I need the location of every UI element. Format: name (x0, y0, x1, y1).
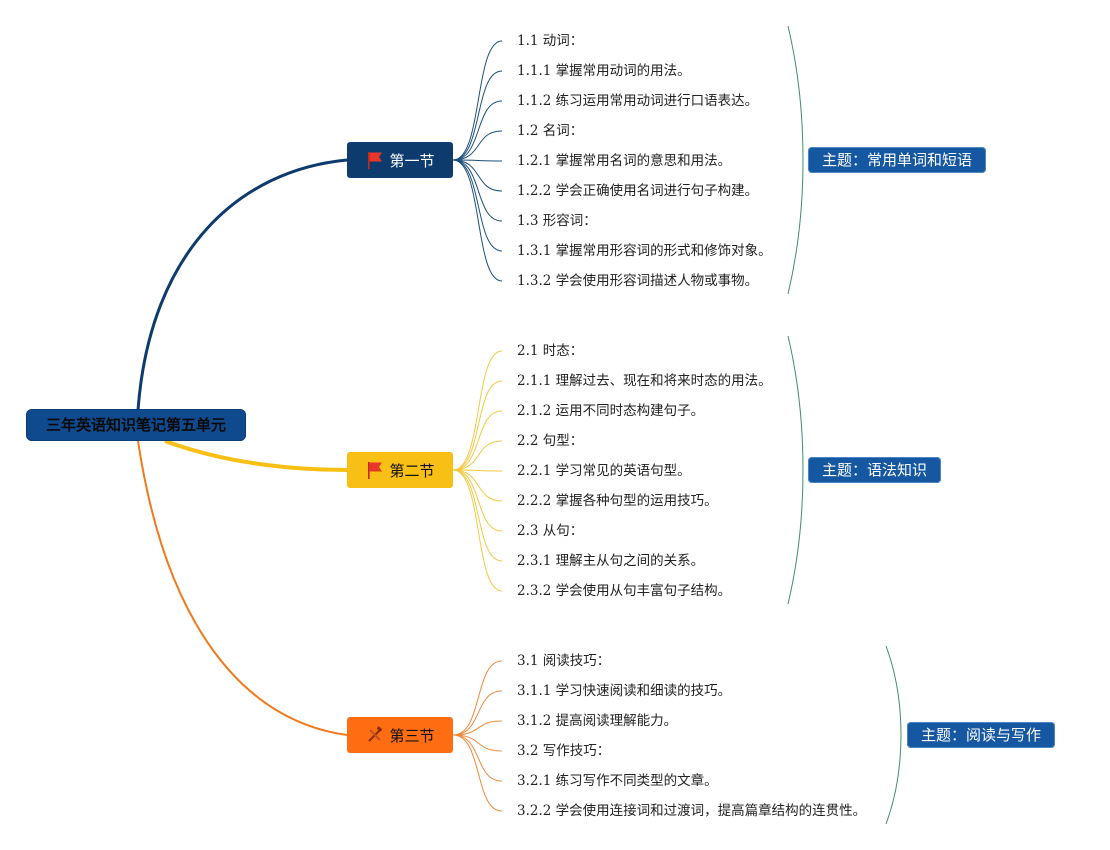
leaf-connector (452, 690, 503, 736)
list-item[interactable]: 2.3.2 学会使用从句丰富句子结构。 (517, 583, 732, 599)
root-node[interactable]: 三年英语知识笔记第五单元 (26, 409, 246, 441)
section-label-2: 第二节 (389, 461, 435, 480)
list-item[interactable]: 3.2.1 练习写作不同类型的文章。 (517, 773, 718, 789)
leaf-connector (452, 734, 503, 752)
list-item[interactable]: 1.1.1 掌握常用动词的用法。 (517, 63, 691, 79)
section-label-3: 第三节 (389, 726, 435, 745)
list-item[interactable]: 3.1 阅读技巧： (517, 653, 611, 669)
list-item[interactable]: 1.1.2 练习运用常用动词进行口语表达。 (517, 93, 759, 109)
topic-brace-3 (885, 645, 902, 825)
leaf-connector (452, 734, 503, 782)
topic-label-3[interactable]: 主题：阅读与写作 (907, 722, 1056, 748)
leaf-connector (452, 159, 503, 282)
list-item[interactable]: 1.1 动词： (517, 33, 584, 49)
leaf-connector (452, 159, 503, 162)
section-node-3[interactable]: 第三节 (347, 717, 453, 753)
branch-line-section-2 (164, 439, 348, 472)
list-item[interactable]: 2.1 时态： (517, 343, 584, 359)
leaf-connector (452, 440, 503, 471)
list-item[interactable]: 1.2.1 掌握常用名词的意思和用法。 (517, 153, 732, 169)
leaf-connector (452, 159, 503, 222)
list-item[interactable]: 2.3.1 理解主从句之间的关系。 (517, 553, 705, 569)
leaf-connector (452, 380, 503, 471)
leaf-connector (452, 159, 503, 252)
leaf-connector (452, 469, 503, 502)
list-item[interactable]: 3.1.2 提高阅读理解能力。 (517, 713, 678, 729)
list-item[interactable]: 2.1.1 理解过去、现在和将来时态的用法。 (517, 373, 772, 389)
leaf-connector (452, 469, 503, 592)
leaf-connector (452, 469, 503, 472)
list-item[interactable]: 2.3 从句： (517, 523, 584, 539)
leaf-connector (452, 660, 503, 736)
crossed-tools-icon (368, 726, 383, 742)
section-node-1[interactable]: 第一节 (347, 142, 453, 178)
root-label: 三年英语知识笔记第五单元 (45, 416, 226, 434)
red-flag-icon (368, 152, 383, 169)
list-item[interactable]: 1.3.2 学会使用形容词描述人物或事物。 (517, 273, 759, 289)
topic-label-1[interactable]: 主题：常用单词和短语 (808, 147, 987, 173)
leaf-connector (452, 40, 503, 161)
topic-brace-1 (787, 25, 804, 295)
list-item[interactable]: 1.3.1 掌握常用形容词的形式和修饰对象。 (517, 243, 772, 259)
topic-brace-2 (787, 335, 804, 605)
leaf-connector (452, 469, 503, 562)
leaf-connector (452, 469, 503, 532)
list-item[interactable]: 2.2.1 学习常见的英语句型。 (517, 463, 691, 479)
leaf-connector (452, 70, 503, 161)
list-item[interactable]: 2.1.2 运用不同时态构建句子。 (517, 403, 705, 419)
topic-label-2[interactable]: 主题：语法知识 (808, 457, 942, 483)
leaf-connector (452, 734, 503, 812)
leaf-connector (452, 720, 503, 736)
branch-line-section-1 (136, 158, 348, 411)
leaf-connector (452, 410, 503, 471)
section-node-2[interactable]: 第二节 (347, 452, 453, 488)
list-item[interactable]: 1.2.2 学会正确使用名词进行句子构建。 (517, 183, 759, 199)
leaf-connector (452, 100, 503, 161)
list-item[interactable]: 3.2 写作技巧： (517, 743, 611, 759)
branch-line-section-3 (137, 440, 348, 736)
list-item[interactable]: 2.2 句型： (517, 433, 584, 449)
list-item[interactable]: 2.2.2 掌握各种句型的运用技巧。 (517, 493, 718, 509)
leaf-connector (452, 130, 503, 161)
list-item[interactable]: 1.2 名词： (517, 123, 584, 139)
list-item[interactable]: 1.3 形容词： (517, 213, 597, 229)
list-item[interactable]: 3.1.1 学习快速阅读和细读的技巧。 (517, 683, 732, 699)
red-flag-icon (368, 462, 383, 479)
section-label-1: 第一节 (389, 151, 435, 170)
leaf-connector (452, 350, 503, 471)
leaf-connector (452, 159, 503, 192)
list-item[interactable]: 3.2.2 学会使用连接词和过渡词，提高篇章结构的连贯性。 (517, 803, 867, 819)
